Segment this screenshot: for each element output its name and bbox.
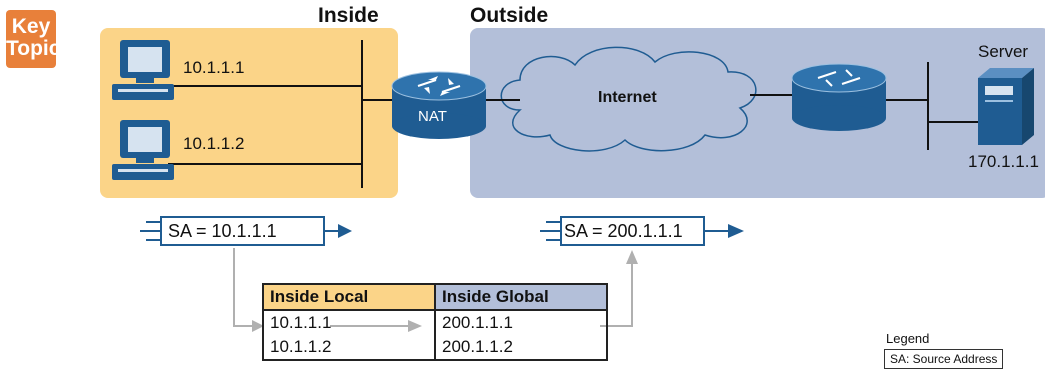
key-topic-badge: Key Topic (6, 10, 61, 68)
packet-outside-motion (540, 221, 730, 241)
packet-outside: SA = 200.1.1.1 (560, 216, 705, 246)
internet-label: Internet (598, 89, 657, 106)
nat-label: NAT (418, 108, 447, 125)
packet-inside-arrow (338, 224, 352, 238)
table-row: 10.1.1.1 200.1.1.1 (262, 310, 608, 335)
pc-icon (112, 120, 174, 180)
server-icon (978, 68, 1034, 145)
pc-icon (112, 40, 174, 100)
nat-router-icon (391, 71, 487, 139)
nat-table-header-global: Inside Global (434, 283, 608, 311)
inside-title: Inside (318, 4, 379, 27)
server-label: Server (978, 42, 1029, 61)
nat-table-cell: 10.1.1.2 (262, 335, 436, 361)
packet-outside-arrow (728, 224, 744, 238)
host-ip-2: 10.1.1.2 (183, 134, 245, 153)
legend-entry: SA: Source Address (884, 349, 1004, 369)
table-row: 10.1.1.2 200.1.1.2 (262, 335, 608, 361)
nat-table-cell: 10.1.1.1 (262, 310, 436, 335)
internet-cloud-icon (500, 46, 757, 152)
badge-line1: Key (11, 15, 51, 38)
legend-title: Legend (886, 331, 930, 346)
nat-table-header-local: Inside Local (262, 283, 436, 311)
nat-table-cell: 200.1.1.1 (434, 310, 608, 335)
host-ip-1: 10.1.1.1 (183, 58, 245, 77)
nat-table: Inside Local Inside Global 10.1.1.1 200.… (262, 283, 608, 361)
server-ip: 170.1.1.1 (968, 152, 1039, 171)
router-icon (791, 63, 887, 131)
nat-table-cell: 200.1.1.2 (434, 335, 608, 361)
outside-title: Outside (470, 4, 549, 27)
inside-zone (100, 28, 398, 198)
packet-inside-motion (140, 221, 340, 241)
packet-inside: SA = 10.1.1.1 (160, 216, 325, 246)
badge-line2: Topic (6, 37, 61, 60)
